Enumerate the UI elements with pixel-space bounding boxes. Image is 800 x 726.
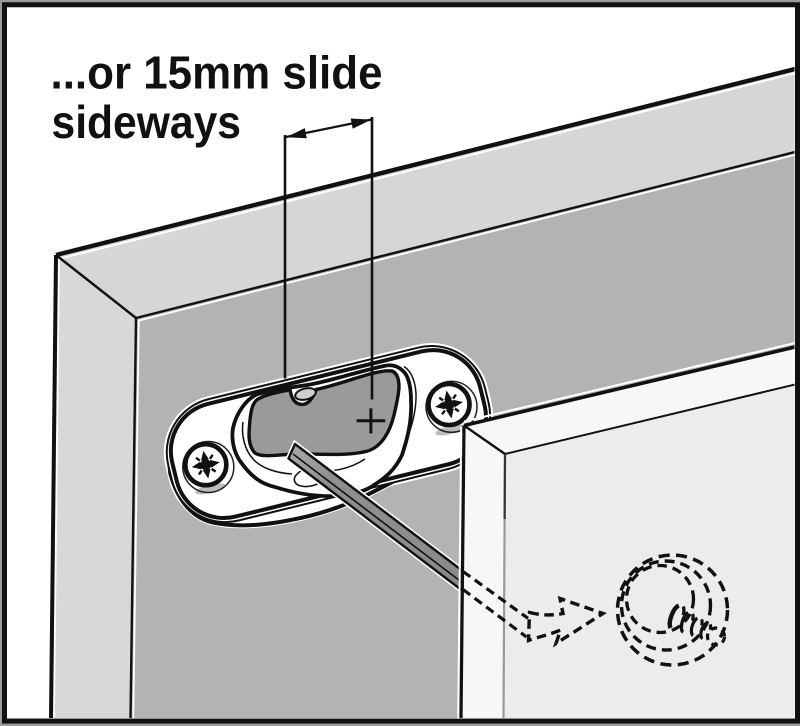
- svg-text:...or 15mm slide: ...or 15mm slide: [51, 47, 383, 99]
- svg-text:sideways: sideways: [52, 96, 242, 148]
